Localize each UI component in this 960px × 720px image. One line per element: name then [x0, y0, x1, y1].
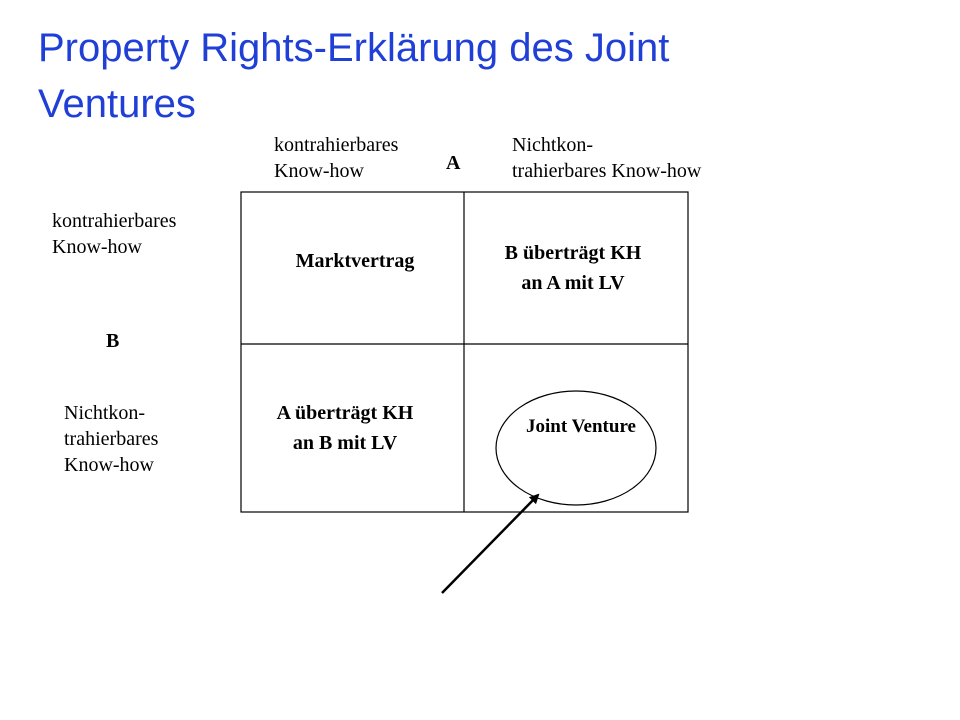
col-label-contractible: kontrahierbares Know-how — [274, 132, 398, 184]
cell-joint-venture: Joint Venture — [526, 416, 636, 437]
row-label-contractible-line1: kontrahierbares — [52, 210, 177, 232]
row-label-noncontractible-line2: trahierbares — [64, 428, 159, 450]
cell-market-contract: Marktvertrag — [295, 250, 415, 272]
cell-b-transfers: B überträgt KH an A mit LV — [478, 238, 668, 298]
row-label-contractible-line2: Know-how — [52, 236, 142, 258]
joint-venture-ellipse — [495, 390, 657, 506]
row-label-noncontractible-line3: Know-how — [64, 454, 154, 476]
cell-b-transfers-line1: B überträgt KH — [504, 242, 642, 264]
col-label-noncontractible-line2: trahierbares Know-how — [512, 160, 702, 182]
cell-a-transfers-line1: A überträgt KH — [276, 402, 414, 424]
row-label-contractible: kontrahierbares Know-how — [52, 208, 176, 260]
cell-b-transfers-line2: an A mit LV — [521, 272, 625, 294]
pointer-arrow — [441, 493, 540, 594]
cell-a-transfers: A überträgt KH an B mit LV — [250, 398, 440, 458]
row-axis-b: B — [106, 330, 120, 352]
col-label-noncontractible-line1: Nichtkon- — [512, 134, 594, 156]
cell-a-transfers-line2: an B mit LV — [292, 432, 398, 454]
col-label-contractible-line2: Know-how — [274, 160, 364, 182]
row-label-noncontractible: Nichtkon- trahierbares Know-how — [64, 400, 158, 478]
col-axis-a: A — [446, 152, 461, 174]
row-label-noncontractible-line1: Nichtkon- — [64, 402, 146, 424]
col-label-noncontractible: Nichtkon- trahierbares Know-how — [512, 132, 701, 184]
page-title: Property Rights-Erklärung des Joint Vent… — [38, 26, 670, 126]
col-label-contractible-line1: kontrahierbares — [274, 134, 399, 156]
